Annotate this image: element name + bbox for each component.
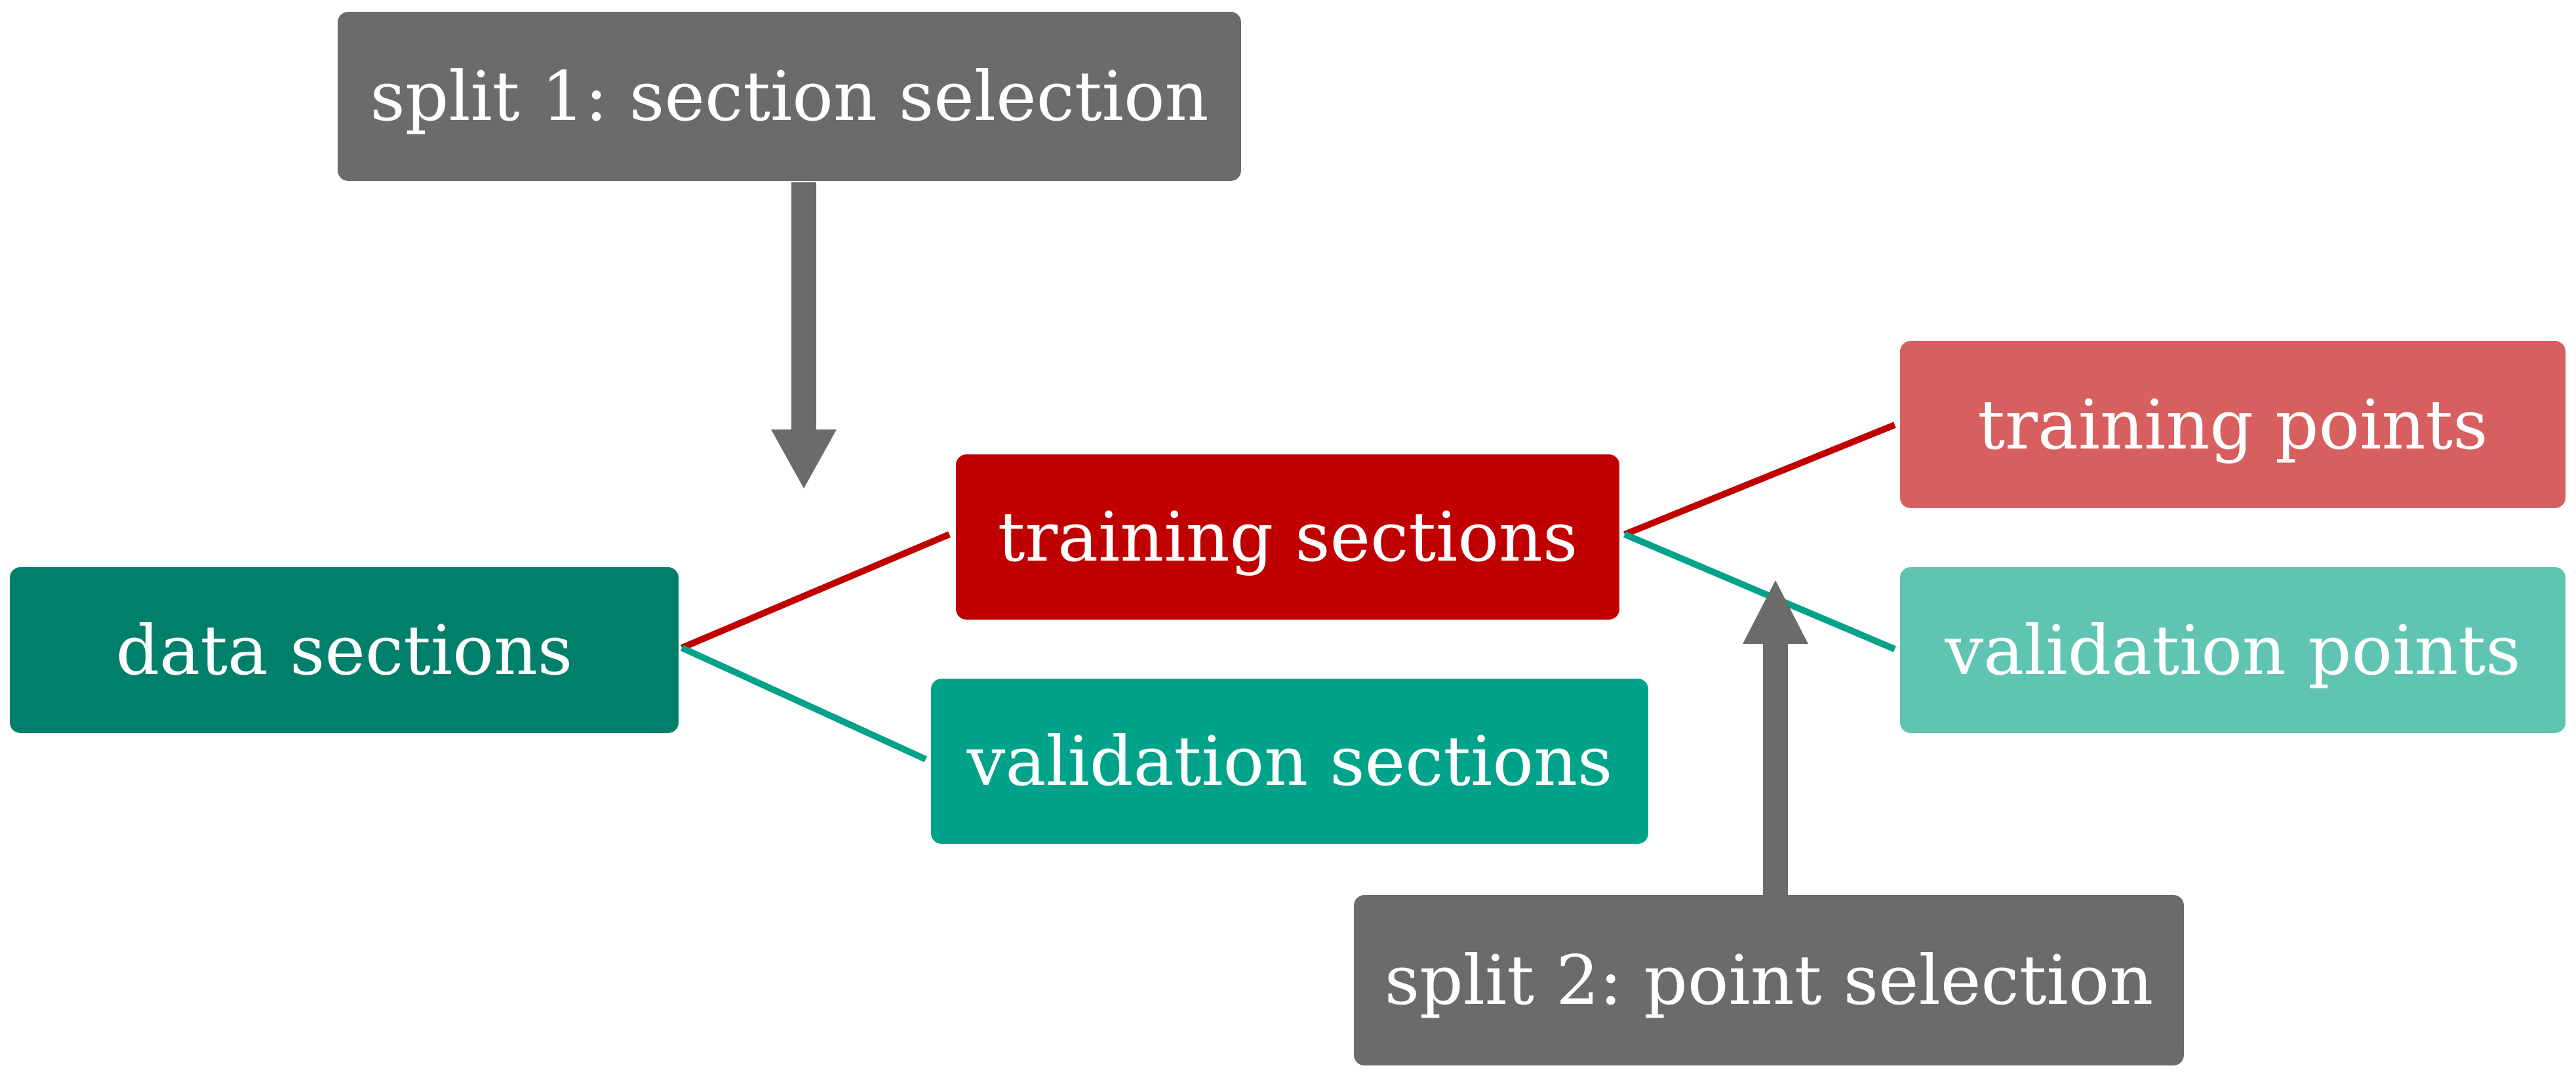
training-sections-label: training sections	[997, 497, 1578, 577]
edge-data-to-training-sections	[681, 531, 951, 651]
arrow-down-split1	[771, 182, 837, 488]
validation-sections-label: validation sections	[966, 721, 1613, 801]
split-1-section-selection-box: split 1: section selection	[338, 12, 1241, 181]
edge-training-sections-to-training-points	[1623, 422, 1896, 538]
training-points-box: training points	[1900, 341, 2566, 508]
data-sections-label: data sections	[115, 610, 573, 690]
edge-training-sections-to-validation-points	[1623, 531, 1896, 652]
split-1-label: split 1: section selection	[370, 56, 1209, 136]
validation-points-label: validation points	[1945, 610, 2521, 690]
split-2-label: split 2: point selection	[1384, 940, 2154, 1020]
validation-points-box: validation points	[1900, 567, 2566, 733]
training-sections-box: training sections	[956, 454, 1619, 620]
training-points-label: training points	[1977, 384, 2488, 465]
split-2-point-selection-box: split 2: point selection	[1354, 895, 2184, 1065]
edge-data-to-validation-sections	[680, 645, 928, 763]
arrow-up-split2	[1743, 580, 1808, 896]
validation-sections-box: validation sections	[931, 679, 1648, 844]
data-sections-box: data sections	[10, 567, 679, 733]
